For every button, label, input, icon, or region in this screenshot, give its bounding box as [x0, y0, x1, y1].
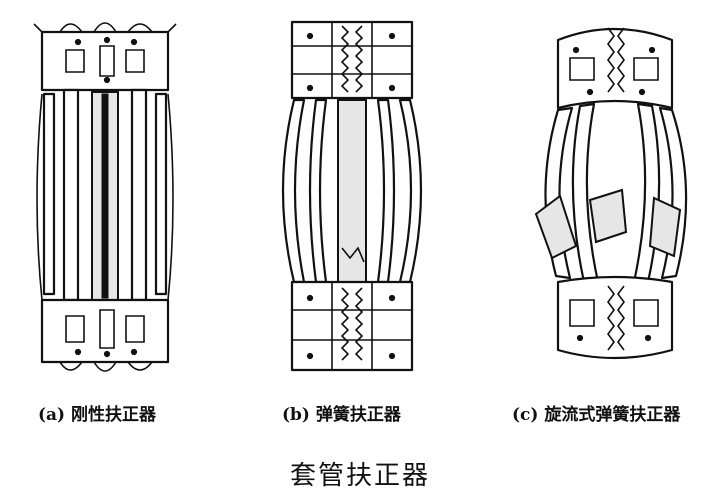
rigid-centralizer-svg: [33, 22, 177, 372]
caption-rigid-centralizer: (a) 刚性扶正器: [38, 405, 157, 425]
figure-title: 套管扶正器: [289, 461, 430, 491]
swirl-spring-centralizer-drawing: [530, 10, 700, 390]
caption-swirl-spring-centralizer: (c) 旋流式弹簧扶正器: [512, 405, 681, 425]
caption-spring-centralizer: (b) 弹簧扶正器: [282, 405, 401, 425]
swirl-spring-centralizer-svg: [534, 27, 688, 360]
rigid-centralizer-drawing: [30, 10, 180, 390]
spring-centralizer-drawing: [272, 10, 432, 390]
spring-centralizer-svg: [281, 20, 423, 372]
